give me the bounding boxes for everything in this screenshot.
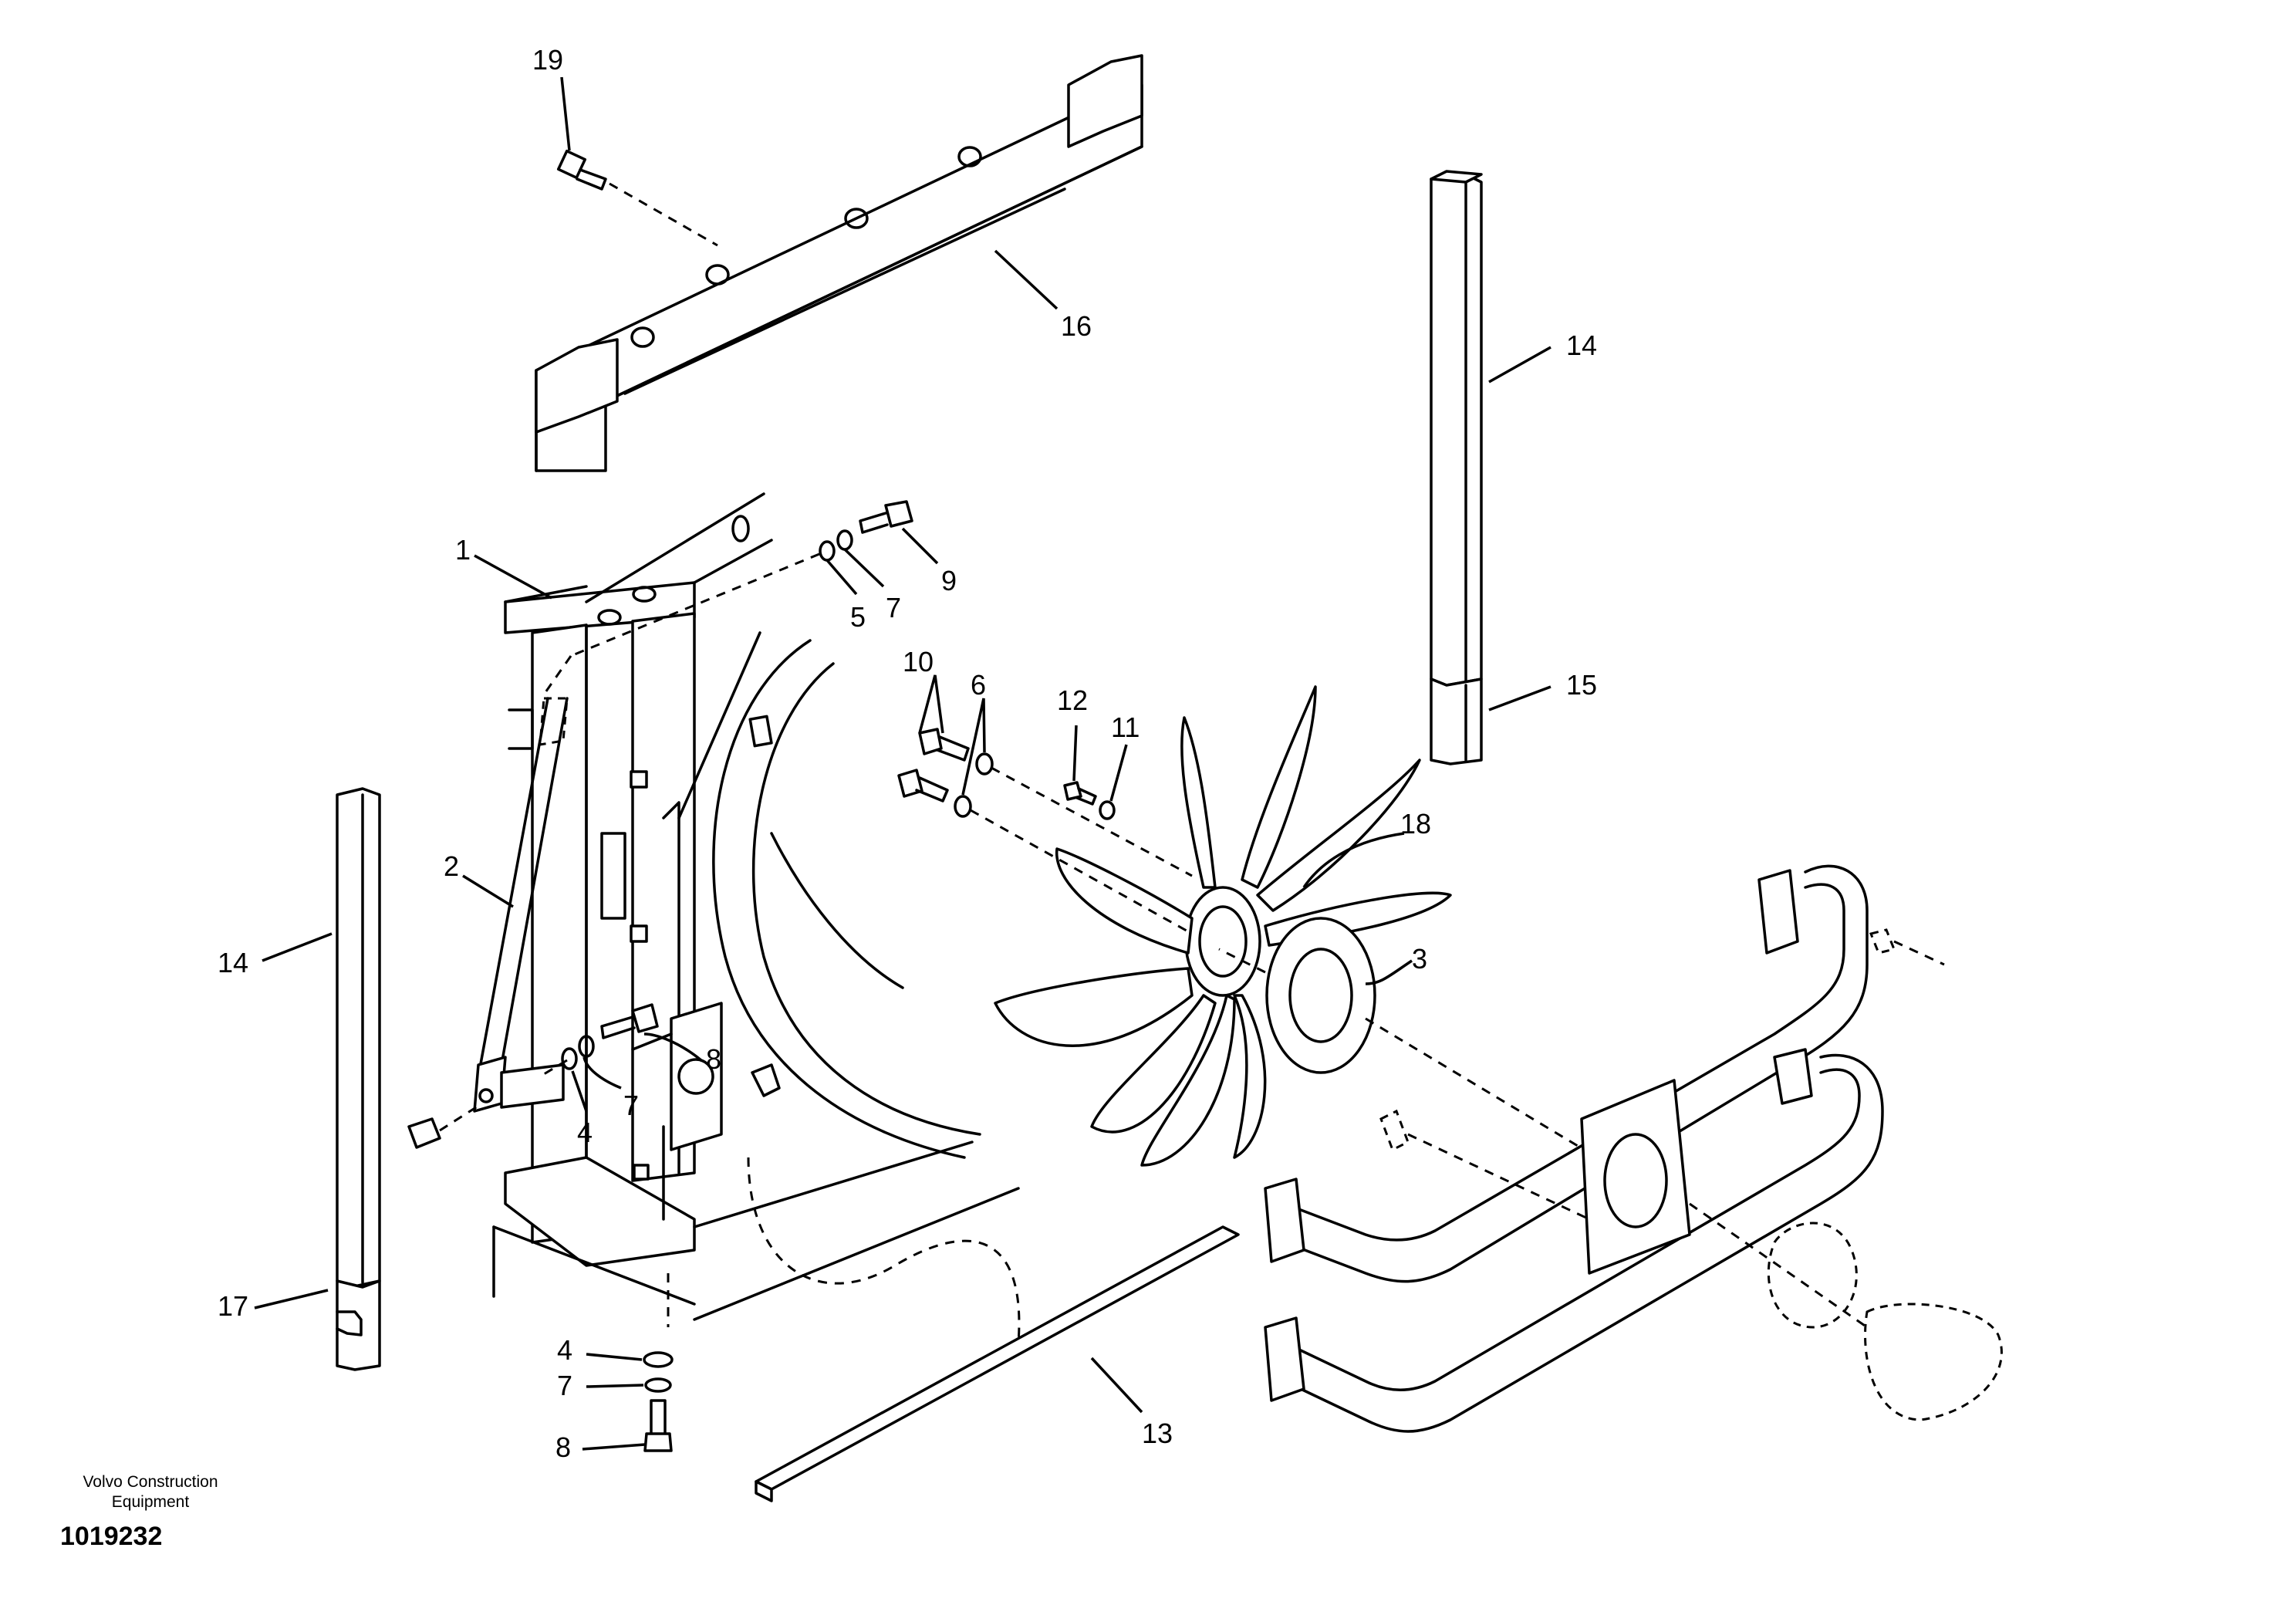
right-vertical-bar-part	[1430, 170, 1483, 765]
callout-label-14-right: 14	[1566, 329, 1597, 361]
callout-1: 1	[455, 534, 552, 600]
callout-12: 12	[1057, 684, 1088, 782]
callout-6: 6	[961, 669, 986, 796]
callout-label-19: 19	[532, 44, 563, 76]
mount-bracket	[631, 1002, 723, 1221]
callout-11: 11	[1109, 711, 1140, 802]
callout-label-1: 1	[455, 534, 471, 566]
callout-2: 2	[444, 850, 514, 908]
strut-2	[407, 697, 569, 1149]
callout-label-15: 15	[1566, 669, 1597, 701]
callout-5: 5	[826, 559, 866, 633]
callout-7-bottom: 7	[557, 1370, 644, 1401]
fan-shroud	[662, 631, 981, 1174]
callout-14-right: 14	[1488, 329, 1597, 384]
callout-14-left: 14	[218, 932, 333, 978]
bolt-set-bottom	[643, 1273, 674, 1452]
callout-3: 3	[1365, 943, 1427, 985]
callout-label-5: 5	[850, 601, 866, 633]
callout-7-mid: 7	[582, 1056, 639, 1121]
bolt-set-8-7-4	[539, 1003, 659, 1078]
callout-label-11: 11	[1111, 711, 1140, 743]
callout-label-13: 13	[1142, 1418, 1173, 1449]
callout-9: 9	[901, 527, 957, 596]
callout-16: 16	[994, 249, 1092, 342]
callout-4-mid: 4	[571, 1070, 593, 1148]
callout-label-10: 10	[903, 646, 934, 678]
callout-4-bottom: 4	[557, 1334, 643, 1366]
bolt-19	[556, 149, 718, 247]
callout-label-4-bottom: 4	[557, 1334, 572, 1366]
callout-13: 13	[1090, 1357, 1173, 1449]
bolt-set-12-11	[1063, 781, 1116, 820]
seal-strip-13	[747, 1157, 1240, 1502]
callout-8-bottom: 8	[555, 1431, 646, 1463]
guard-rail-assembly	[1264, 864, 2003, 1433]
callout-label-14-left: 14	[218, 947, 248, 978]
callout-7-top: 7	[843, 548, 901, 623]
left-vertical-bar-part	[336, 787, 381, 1371]
callout-label-7-bottom: 7	[557, 1370, 572, 1401]
callout-label-2: 2	[444, 850, 459, 882]
callout-label-4-mid: 4	[577, 1117, 593, 1148]
callout-15: 15	[1488, 669, 1597, 711]
top-crossbar-part	[535, 54, 1143, 472]
callout-label-16: 16	[1061, 310, 1092, 342]
callout-label-18: 18	[1400, 808, 1431, 840]
callout-18: 18	[1302, 808, 1431, 888]
brand-line-2: Equipment	[111, 1493, 190, 1511]
bolt-set-10-6	[897, 728, 1193, 935]
fan-assembly	[994, 685, 1452, 1167]
callout-17: 17	[218, 1289, 329, 1322]
callout-19: 19	[532, 44, 571, 151]
callout-label-17: 17	[218, 1290, 248, 1322]
callout-label-8-bottom: 8	[555, 1431, 571, 1463]
brand-label: Volvo Construction Equipment	[54, 1472, 247, 1512]
callout-8-mid: 8	[643, 1032, 721, 1075]
callout-label-12: 12	[1057, 684, 1088, 716]
callout-label-6: 6	[971, 669, 986, 701]
callout-label-3: 3	[1412, 943, 1427, 975]
callout-label-7-top: 7	[886, 592, 901, 623]
callout-label-8-mid: 8	[706, 1043, 721, 1075]
drawing-number: 1019232	[60, 1522, 163, 1551]
callout-10: 10	[903, 646, 944, 734]
bolt-set-9-7-5	[542, 500, 913, 695]
callout-label-7-mid: 7	[623, 1090, 639, 1121]
callout-label-9: 9	[941, 565, 957, 596]
brand-line-1: Volvo Construction	[83, 1473, 218, 1491]
